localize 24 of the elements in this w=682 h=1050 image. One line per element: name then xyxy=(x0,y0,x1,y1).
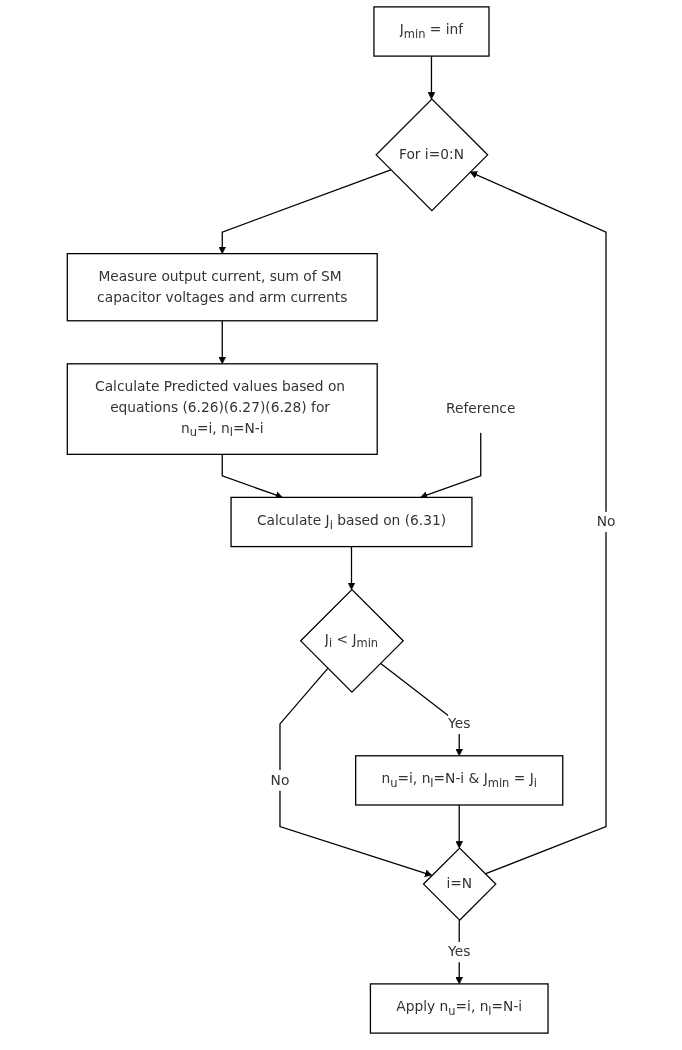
edge-label: No xyxy=(270,771,289,789)
arrow xyxy=(278,667,432,877)
node-box: Calculate J$_{i}$ based on (6.31) xyxy=(230,496,473,548)
arrow xyxy=(455,804,463,849)
node-box: Calculate Predicted values based on equations (6.26)(6.27)(6.28) for n$_{u}$=i, n$_{l}$=N-i xyxy=(66,363,378,455)
node-text: Reference xyxy=(445,400,516,417)
node-box: J$_{min}$ = inf xyxy=(372,6,490,57)
edge-label: Yes xyxy=(447,943,470,960)
node-diamond: For i=0:N xyxy=(374,98,489,212)
arrow xyxy=(469,171,607,875)
arrow xyxy=(218,169,392,254)
arrow xyxy=(347,545,355,590)
arrow xyxy=(419,431,482,499)
arrow xyxy=(221,453,283,499)
node-box: Measure output current, sum of SM capacitor voltages and arm currents xyxy=(66,253,378,322)
arrow xyxy=(379,662,463,757)
arrow xyxy=(218,320,226,365)
node-box: n$_{u}$=i, n$_{l}$=N-i & J$_{min}$ = J$_{i}$ xyxy=(354,755,564,806)
node-diamond: i=N xyxy=(422,847,497,922)
edge-label: Yes xyxy=(447,715,470,732)
node-diamond: J$_{i}$ < J$_{min}$ xyxy=(299,588,404,693)
edge-label: No xyxy=(596,513,616,530)
node-box: Apply n$_{u}$=i, n$_{l}$=N-i xyxy=(369,983,549,1034)
arrow xyxy=(427,55,435,100)
